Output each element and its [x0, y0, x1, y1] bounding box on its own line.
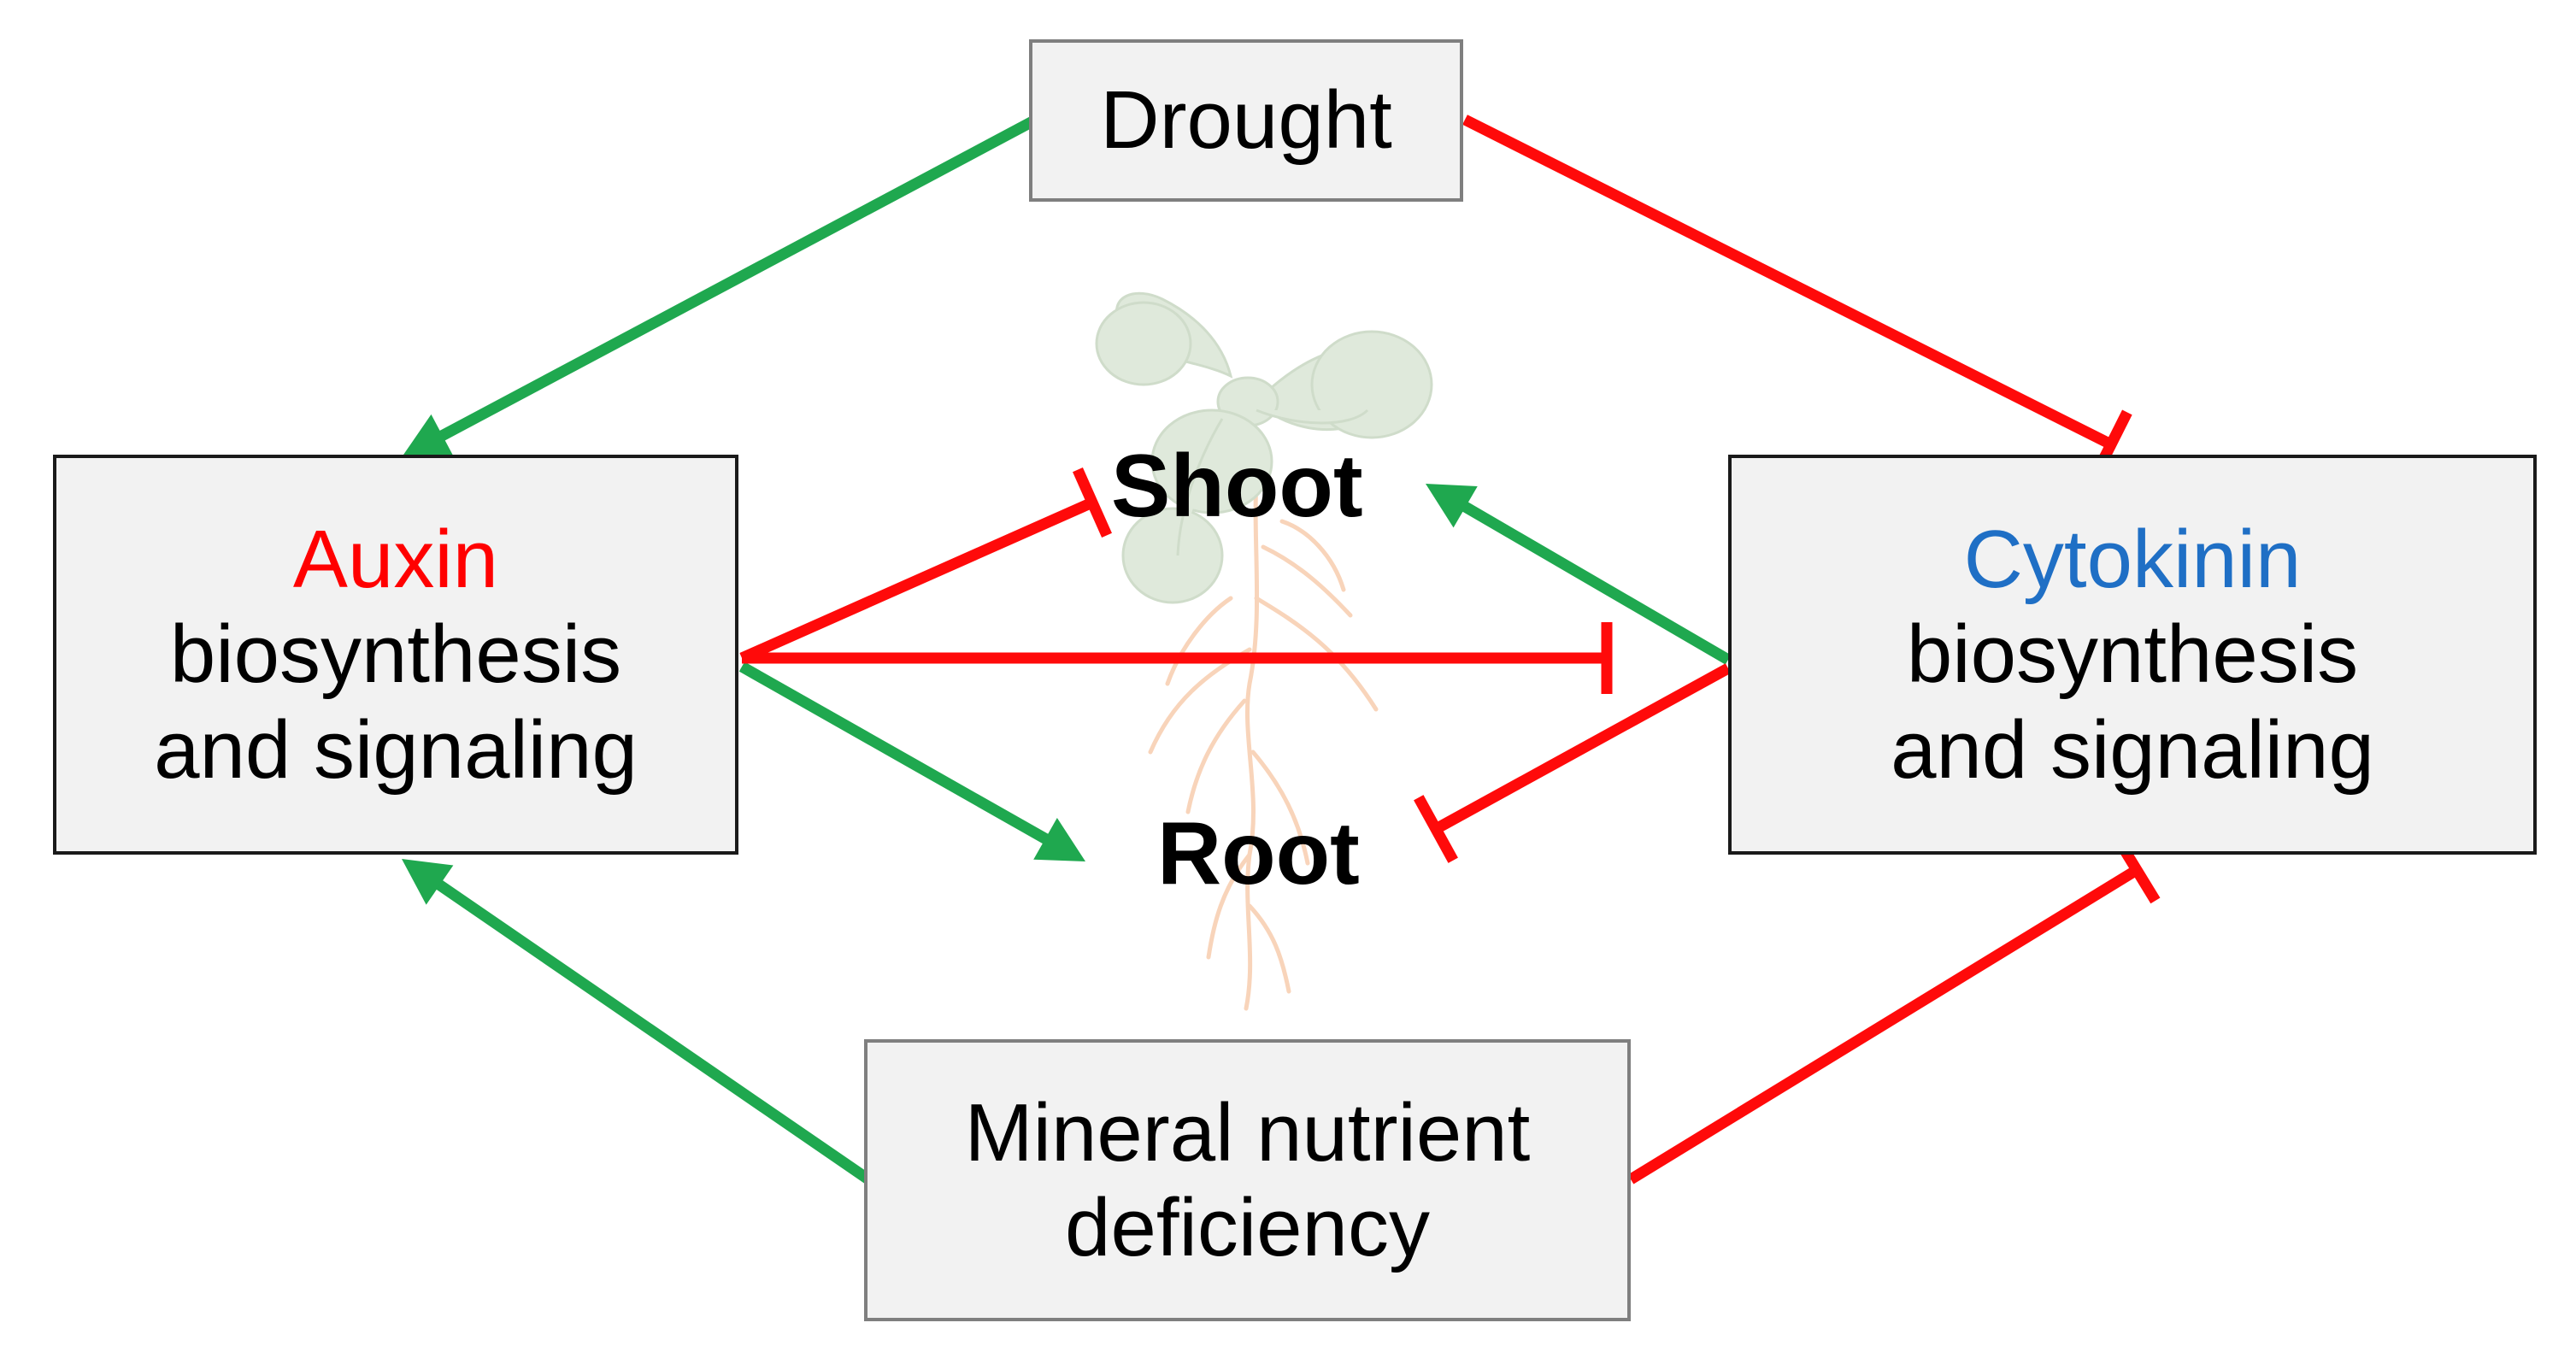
edge-line [1462, 115, 2114, 450]
edge-mineral-nutrient-deficiency-to-auxin-promote [402, 859, 872, 1185]
arrowhead [1033, 818, 1085, 861]
edge-cytokinin-to-root-inhibit [1414, 663, 1732, 863]
edges-layer [402, 115, 2161, 1185]
edge-line [428, 875, 872, 1185]
edge-line [1432, 663, 1732, 834]
drought-label: Drought [1100, 74, 1392, 167]
cytokinin-title: Cytokinin [1963, 513, 2302, 605]
edge-line [739, 497, 1095, 663]
edge-line [432, 115, 1039, 445]
arrowhead [402, 414, 454, 457]
edge-drought-to-cytokinin-inhibit [1462, 115, 2132, 479]
root-label: Root [1157, 804, 1360, 903]
edge-auxin-to-shoot-inhibit [739, 467, 1112, 663]
plant-leaves [1095, 291, 1433, 604]
auxin-box: Auxin biosynthesis and signaling [53, 455, 738, 855]
mineral-label-line1: Mineral nutrient [964, 1086, 1531, 1179]
edge-line [1455, 497, 1732, 665]
edge-auxin-to-cytokinin-inhibit [742, 622, 1613, 694]
shoot-label: Shoot [1111, 437, 1363, 536]
mineral-nutrient-deficiency-box: Mineral nutrient deficiency [864, 1039, 1631, 1321]
auxin-line2: biosynthesis [169, 608, 622, 701]
cytokinin-line3: and signaling [1891, 703, 2374, 796]
inhibition-bar [1073, 467, 1112, 538]
auxin-title: Auxin [292, 513, 499, 605]
auxin-line3: and signaling [154, 703, 638, 796]
edge-mineral-nutrient-deficiency-to-cytokinin-inhibit [1627, 836, 2161, 1185]
mineral-label-line2: deficiency [1065, 1182, 1430, 1273]
edge-auxin-to-root-promote [738, 661, 1085, 861]
cytokinin-box: Cytokinin biosynthesis and signaling [1728, 455, 2537, 855]
inhibition-bar [1414, 795, 1458, 863]
plant-seedling-icon [1095, 291, 1433, 1011]
arrowhead [402, 859, 454, 905]
edge-cytokinin-to-shoot-promote [1426, 484, 1732, 665]
edge-line [738, 661, 1056, 849]
edge-line [1627, 865, 2140, 1185]
edge-drought-to-auxin-promote [402, 115, 1039, 457]
drought-box: Drought [1029, 39, 1463, 202]
cytokinin-line2: biosynthesis [1906, 608, 2359, 701]
arrowhead [1426, 484, 1478, 528]
